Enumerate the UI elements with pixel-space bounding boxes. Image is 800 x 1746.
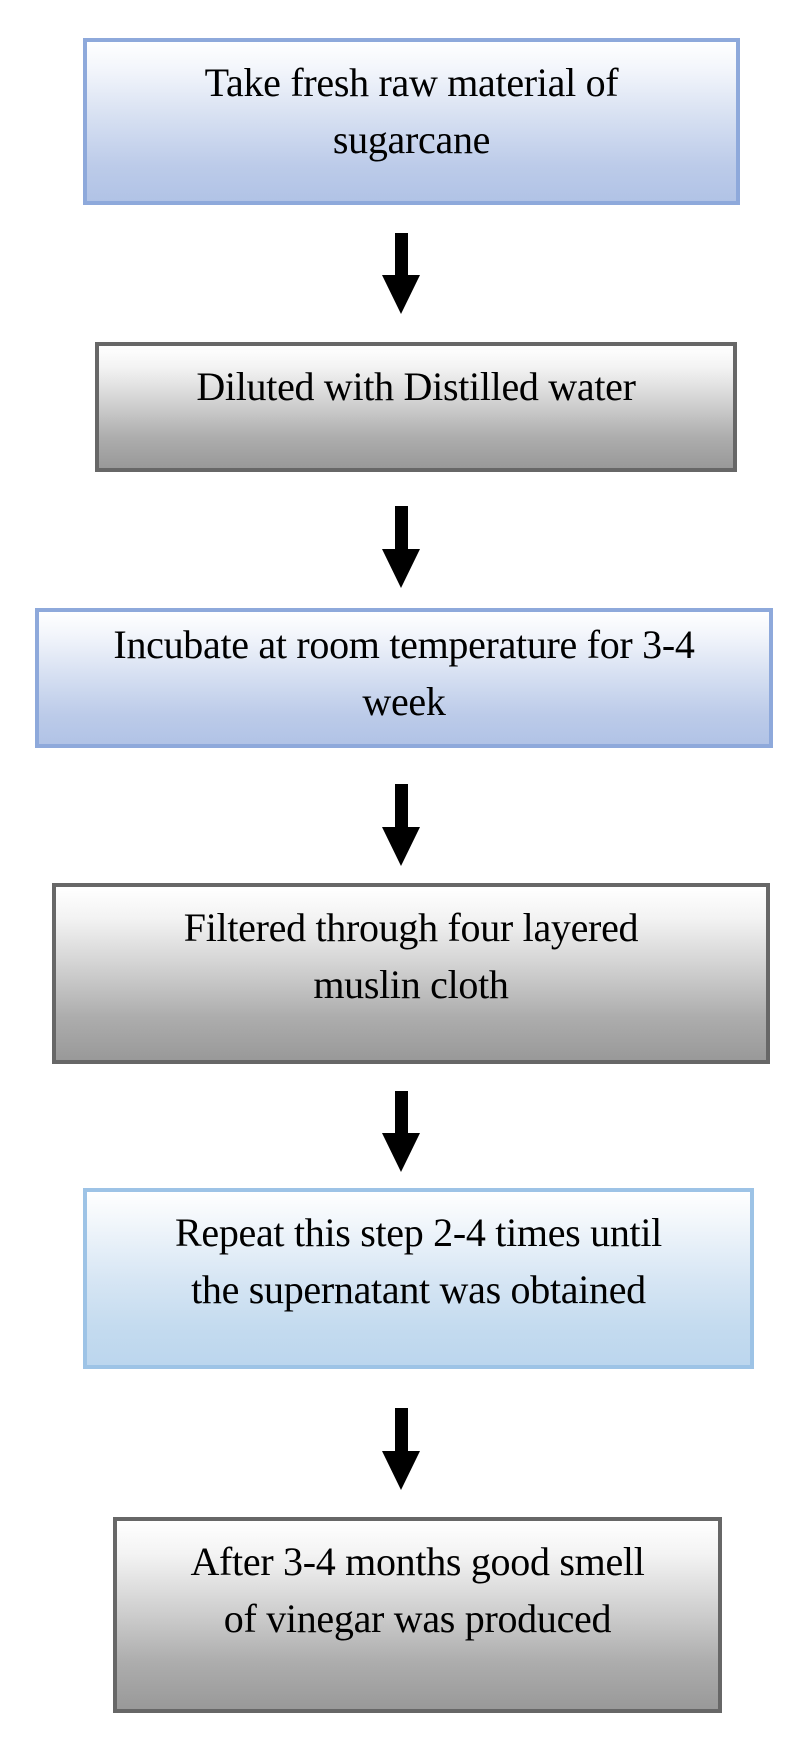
step-3-line-1: Incubate at room temperature for 3-4 (113, 622, 695, 667)
step-6-box: After 3-4 months good smell of vinegar w… (113, 1517, 725, 1718)
step-4-line-1: Filtered through four layered (183, 905, 639, 950)
step-6-line-1: After 3-4 months good smell (190, 1539, 645, 1584)
step-4-line-2: muslin cloth (313, 962, 509, 1007)
step-2-line-1: Diluted with Distilled water (196, 364, 636, 409)
step-1-box: Take fresh raw material of sugarcane (83, 38, 743, 210)
down-arrow-icon (382, 784, 420, 866)
step-5-line-2: the supernatant was obtained (191, 1267, 646, 1312)
step-5-line-1: Repeat this step 2-4 times until (174, 1210, 662, 1255)
step-2-box: Diluted with Distilled water (95, 342, 740, 477)
down-arrow-icon (382, 1408, 420, 1490)
down-arrow-icon (382, 506, 420, 588)
step-5-box: Repeat this step 2-4 times until the sup… (83, 1188, 757, 1374)
step-1-line-1: Take fresh raw material of (204, 60, 619, 105)
step-6-line-2: of vinegar was produced (223, 1596, 612, 1641)
step-3-box: Incubate at room temperature for 3-4 wee… (35, 608, 776, 753)
down-arrow-icon (382, 233, 420, 314)
step-4-box: Filtered through four layered muslin clo… (52, 883, 773, 1069)
step-1-line-2: sugarcane (332, 117, 491, 162)
step-3-line-2: week (362, 679, 446, 724)
down-arrow-icon (382, 1091, 420, 1172)
